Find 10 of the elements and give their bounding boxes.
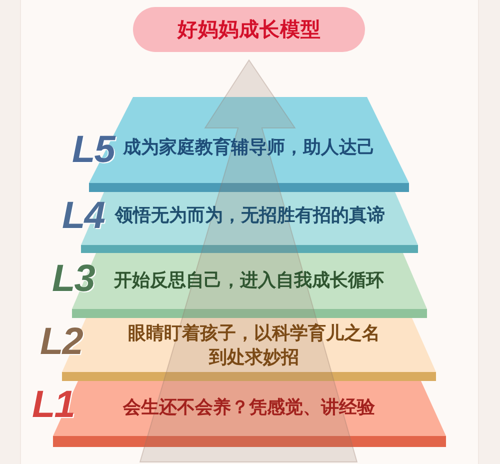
level-description: 成为家庭教育辅导师，助人达己: [123, 137, 375, 158]
level-label: L2: [40, 323, 82, 361]
level-label: L4: [62, 197, 104, 235]
level-label: L3: [52, 260, 94, 298]
level-description: 会生还不会养？凭感觉、讲经验: [123, 397, 375, 418]
level-label: L1: [32, 386, 74, 424]
level-description: 领悟无为而为，无招胜有招的真谛: [115, 205, 385, 226]
level-description: 眼睛盯着孩子，以科学育儿之名到处求妙招: [128, 323, 380, 368]
title-banner: 好妈妈成长模型: [133, 7, 365, 52]
level-description: 开始反思自己，进入自我成长循环: [114, 270, 384, 291]
